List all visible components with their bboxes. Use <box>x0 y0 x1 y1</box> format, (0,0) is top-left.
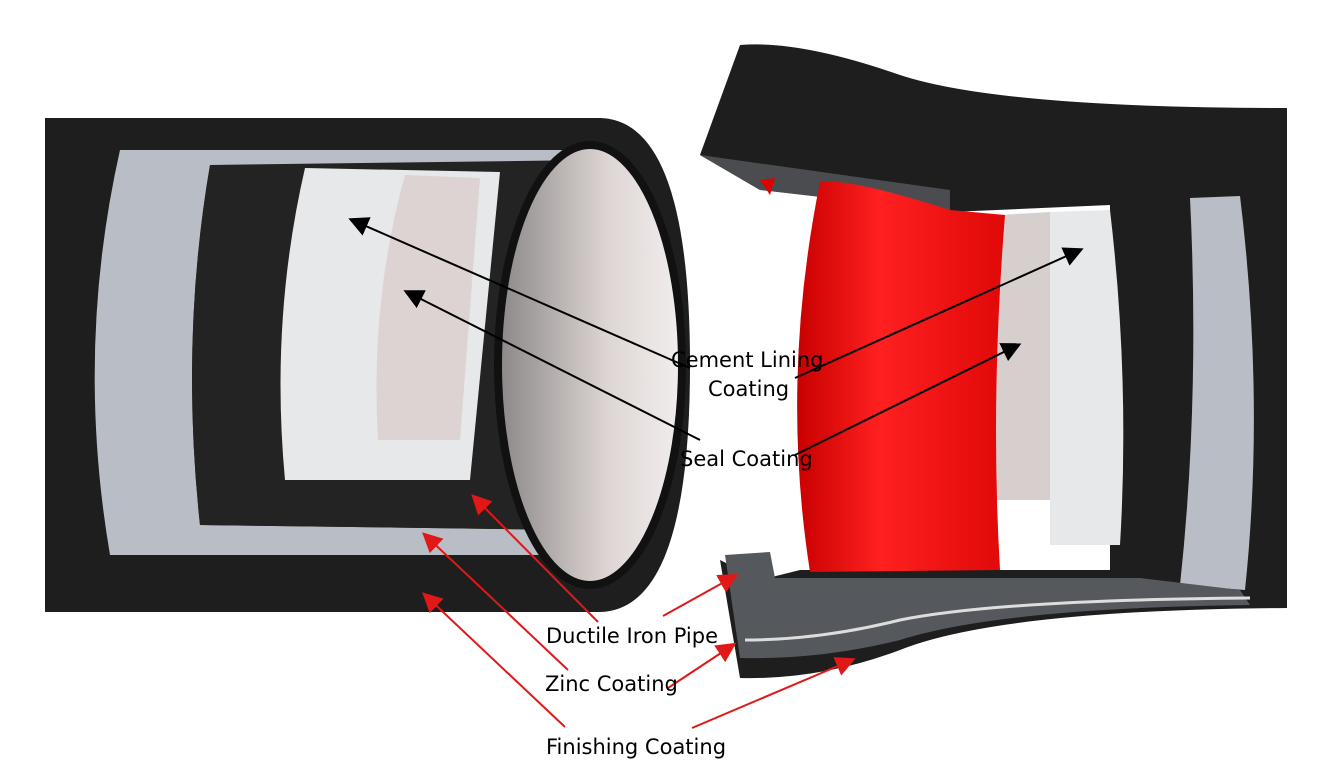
socket-cement-lining <box>1050 210 1124 545</box>
arrow-cement-right <box>794 247 1084 379</box>
label-zinc-coating: Zinc Coating <box>545 672 678 696</box>
label-arrows <box>348 217 1084 729</box>
pipe-bore <box>494 141 686 589</box>
socket-iron-lip <box>725 552 1250 659</box>
socket-zinc-band <box>1180 196 1254 590</box>
gasket-tip <box>760 178 775 195</box>
arrow-zinc-left <box>422 532 569 671</box>
rubber-gasket <box>797 181 1005 573</box>
label-cement-lining-coating: Coating <box>708 377 789 401</box>
zinc-line <box>744 596 1251 642</box>
label-cement-lining: Cement Lining <box>671 348 824 372</box>
arrow-seal-left <box>403 290 701 441</box>
label-ductile-iron-pipe: Ductile Iron Pipe <box>546 624 718 648</box>
zinc-coating-layer <box>94 150 600 555</box>
arrow-zinc-right <box>667 642 737 689</box>
arrow-finishing-right <box>691 657 856 729</box>
arrow-finishing-left <box>422 592 566 728</box>
label-seal-coating: Seal Coating <box>680 447 813 471</box>
arrow-ductile-right <box>662 574 739 617</box>
socket-outer-finishing <box>700 44 1287 679</box>
label-finishing-coating: Finishing Coating <box>546 735 726 759</box>
left-pipe-section <box>45 118 690 612</box>
arrow-ductile-left <box>471 494 599 623</box>
arrow-seal-right <box>794 343 1022 456</box>
arrow-cement-left <box>348 217 691 369</box>
